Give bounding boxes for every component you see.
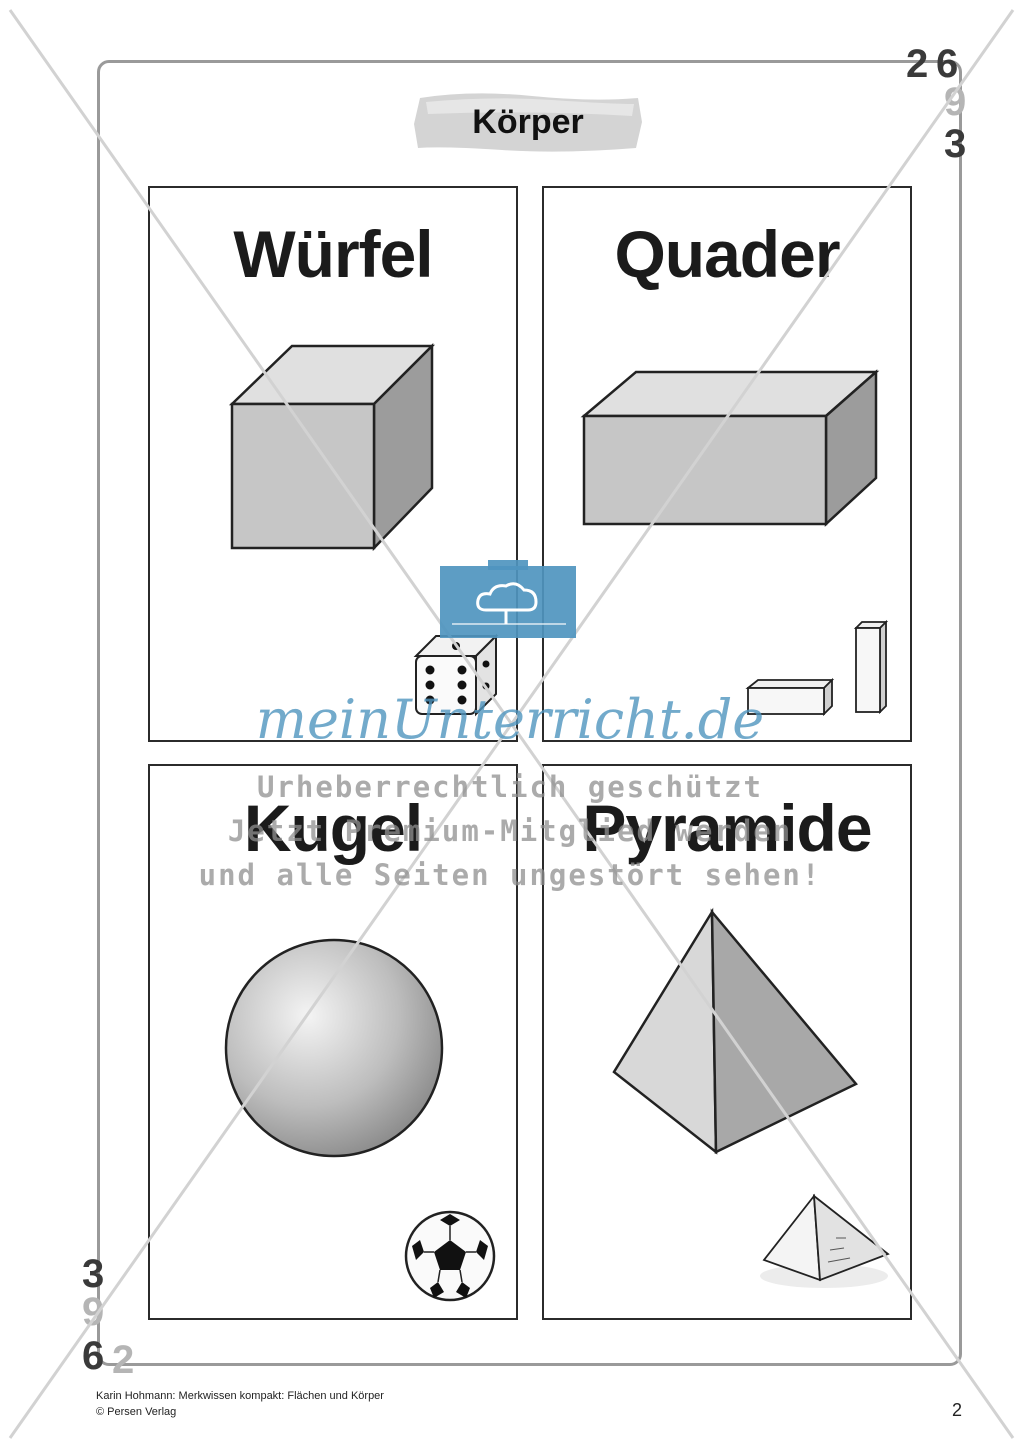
corner-digit-6: 6: [936, 42, 959, 86]
watermark-brand: meinUnterricht.de: [255, 688, 765, 751]
card-title-wuerfel: Würfel: [233, 217, 433, 291]
footer-publisher-line: © Persen Verlag: [96, 1406, 177, 1418]
corner-digit-6-bottom: 6: [82, 1334, 105, 1378]
page-title: Körper: [472, 103, 584, 141]
pyramid-drawing: [612, 907, 858, 1155]
dice-icon: [413, 633, 499, 717]
footer-author-line: Karin Hohmann: Merkwissen kompakt: Fläch…: [96, 1390, 384, 1402]
footer-credits: Karin Hohmann: Merkwissen kompakt: Fläch…: [96, 1388, 384, 1420]
corner-digit-9: 9: [944, 80, 967, 124]
title-banner: Körper: [412, 88, 644, 156]
watermark-line-3: und alle Seiten ungestört sehen!: [198, 858, 822, 892]
card-title-kugel: Kugel: [243, 791, 423, 865]
cuboid-drawing: [580, 369, 880, 527]
card-wuerfel: Würfel: [148, 186, 518, 742]
card-pyramide: Pyramide: [542, 764, 912, 1320]
corner-digit-2-bottom: 2: [112, 1338, 135, 1382]
corner-digit-2: 2: [906, 42, 929, 86]
egypt-pyramid-icon: [760, 1193, 890, 1288]
card-title-quader: Quader: [614, 217, 840, 291]
watermark-line-1: Urheberrechtlich geschützt: [257, 770, 763, 804]
watermark-line-2: Jetzt Premium-Mitglied werden: [227, 814, 793, 848]
card-kugel: Kugel: [148, 764, 518, 1320]
page-number: 2: [952, 1400, 963, 1420]
corner-digit-3: 3: [944, 122, 967, 166]
page-frame: [97, 60, 962, 1366]
cloud-badge-icon: [440, 560, 576, 638]
card-quader: Quader: [542, 186, 912, 742]
sphere-drawing: [224, 938, 444, 1158]
football-icon: [404, 1210, 496, 1302]
blocks-icon: [745, 619, 889, 717]
corner-digit-9-bottom: 9: [82, 1290, 105, 1334]
brush-stroke-background: [414, 93, 642, 152]
corner-digit-3-bottom: 3: [82, 1252, 105, 1296]
card-title-pyramide: Pyramide: [582, 791, 872, 865]
